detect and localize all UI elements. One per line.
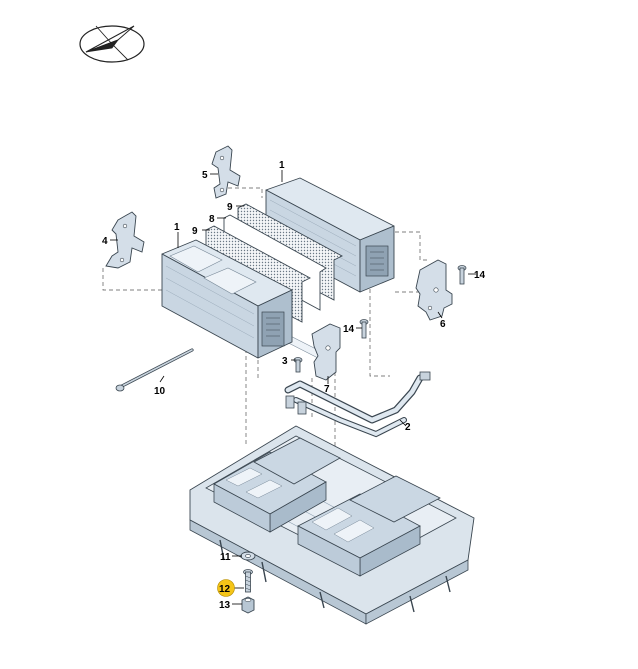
callout-2: 2 <box>405 422 411 433</box>
callout-9-front: 9 <box>192 226 198 237</box>
highlight-badge <box>217 579 235 597</box>
callout-11: 11 <box>220 552 231 563</box>
bracket-7 <box>311 323 341 381</box>
callouts: 1 1 2 3 4 5 6 7 8 9 9 10 11 12 13 14 14 <box>102 160 486 611</box>
callout-4: 4 <box>102 236 108 247</box>
bracket-4 <box>105 211 145 269</box>
compass-orientation-icon <box>79 25 145 63</box>
battery-tray <box>189 425 475 625</box>
callout-13: 13 <box>219 600 231 611</box>
callout-5: 5 <box>202 170 208 181</box>
callout-12: 12 <box>219 584 231 595</box>
bolt-12 <box>243 569 253 593</box>
callout-9-rear: 9 <box>227 202 233 213</box>
bracket-6 <box>415 259 453 321</box>
callout-10: 10 <box>154 386 166 397</box>
callout-1-front: 1 <box>174 222 180 233</box>
callout-6: 6 <box>440 319 446 330</box>
callout-8: 8 <box>209 214 215 225</box>
screw-14-right <box>457 265 467 285</box>
bracket-5 <box>211 145 241 199</box>
callout-14-right: 14 <box>474 270 486 281</box>
screw-14-middle <box>359 319 369 339</box>
coolant-pipe-2 <box>284 371 431 438</box>
callout-14-middle: 14 <box>343 324 355 335</box>
callout-7: 7 <box>324 384 330 395</box>
battery-module-front <box>161 239 293 359</box>
screw-3 <box>293 357 303 373</box>
washer-11 <box>240 551 256 561</box>
leader-lines <box>110 170 476 605</box>
nut-13 <box>241 596 255 614</box>
callout-3: 3 <box>282 356 288 367</box>
callout-1-rear: 1 <box>279 160 285 171</box>
tie-rod-10 <box>115 348 194 392</box>
